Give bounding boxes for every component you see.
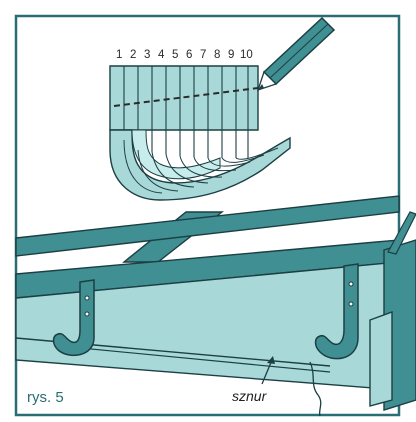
ruler-number: 6 [186, 49, 192, 61]
gutter-hook-icon [52, 279, 95, 357]
figure-label: rys. 5 [27, 389, 64, 406]
ruler-number: 7 [200, 49, 206, 61]
ruler-number: 10 [240, 49, 253, 61]
ruler-number: 1 [116, 49, 122, 61]
ruler-number: 4 [158, 49, 165, 61]
pencil-icon [256, 16, 336, 92]
cord-pointer [261, 356, 322, 417]
ruler-number: 9 [228, 49, 234, 61]
bending-template [109, 65, 291, 201]
ruler-number: 5 [172, 49, 178, 61]
ruler-number: 8 [214, 49, 220, 61]
gutter-hook-icon [314, 263, 359, 360]
frame-border [14, 14, 401, 417]
ruler-numbers: 1 2 3 4 5 6 7 8 9 10 [116, 49, 253, 61]
cord-label: sznur [232, 388, 267, 404]
gutter-assembly [15, 195, 416, 411]
ruler-number: 3 [144, 49, 150, 61]
ruler-number: 2 [130, 49, 136, 61]
